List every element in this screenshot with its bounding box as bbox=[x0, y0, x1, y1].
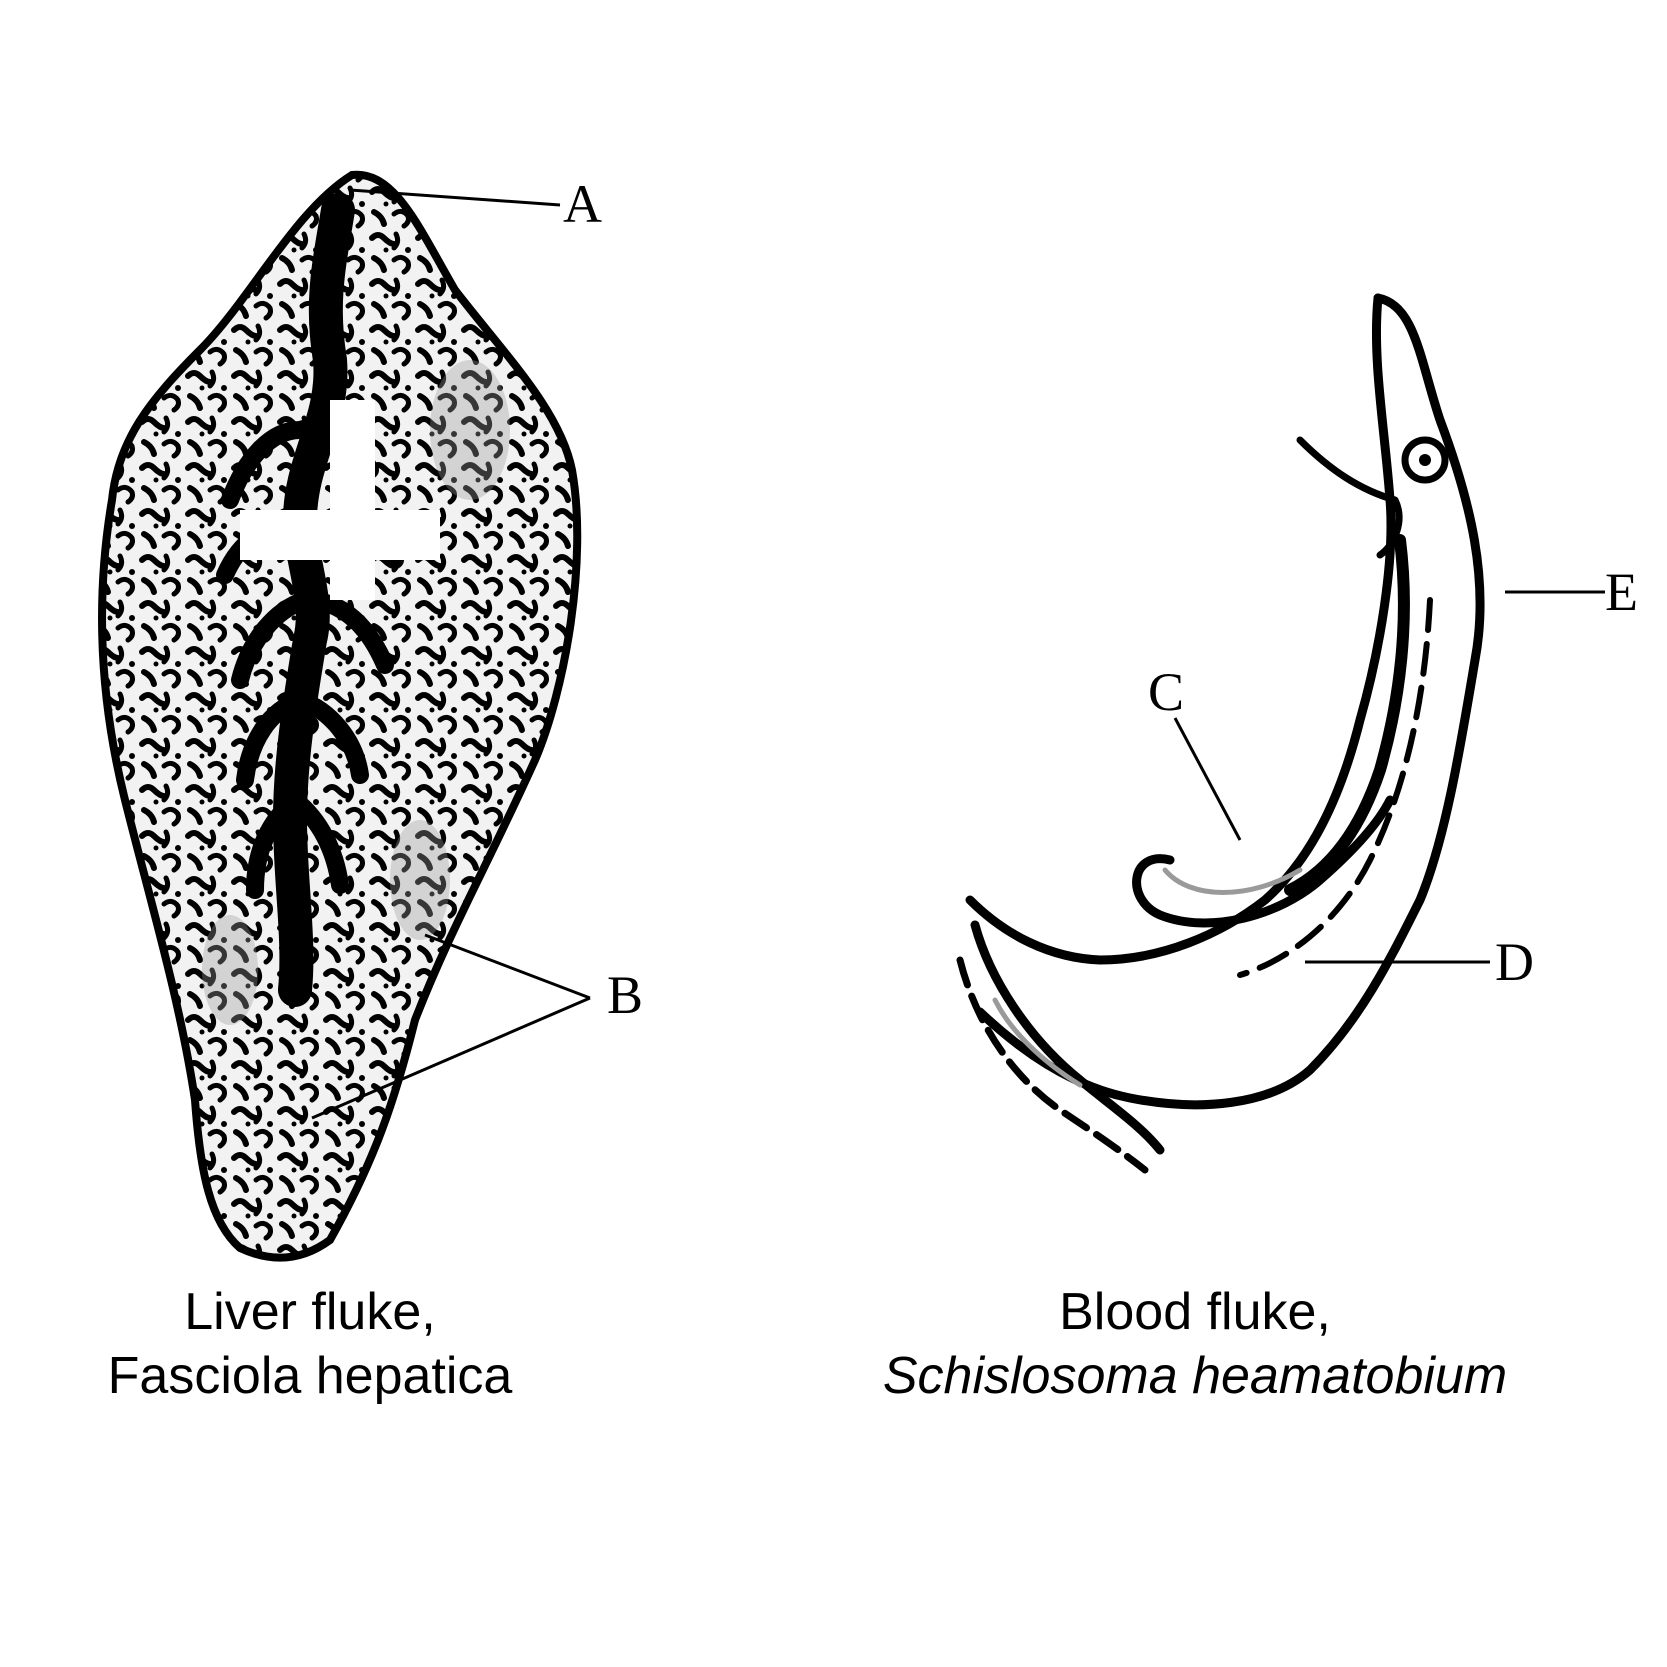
blood-fluke-caption: Blood fluke, Schislosoma heamatobium bbox=[800, 1280, 1590, 1408]
label-e: E bbox=[1605, 562, 1638, 622]
blood-fluke-tail bbox=[970, 920, 1165, 1155]
liver-fluke-common-name: Liver fluke, bbox=[184, 1283, 436, 1341]
callout-b: B bbox=[311, 933, 643, 1120]
blood-fluke-female bbox=[1132, 795, 1395, 928]
blood-fluke bbox=[956, 293, 1485, 1174]
label-d: D bbox=[1495, 932, 1534, 992]
blood-fluke-male-outer bbox=[975, 293, 1485, 1110]
blood-fluke-species: Schislosoma heamatobium bbox=[882, 1347, 1508, 1405]
ventral-sucker bbox=[1401, 436, 1449, 484]
callout-c: C bbox=[1148, 662, 1242, 841]
callout-e: E bbox=[1505, 562, 1638, 622]
label-b: B bbox=[607, 965, 643, 1025]
liver-fluke-gut bbox=[272, 193, 355, 1007]
liver-fluke-outline bbox=[98, 170, 582, 1262]
label-c: C bbox=[1148, 662, 1184, 722]
blood-fluke-common-name: Blood fluke, bbox=[1059, 1283, 1331, 1341]
blood-fluke-male-inner bbox=[965, 293, 1396, 965]
label-a: A bbox=[563, 174, 602, 234]
callout-a: A bbox=[349, 174, 602, 234]
liver-fluke bbox=[98, 170, 582, 1262]
liver-fluke-caption: Liver fluke, Fasciola hepatica bbox=[40, 1280, 580, 1408]
liver-fluke-texture bbox=[102, 174, 578, 1258]
callout-d: D bbox=[1305, 932, 1534, 992]
liver-fluke-species: Fasciola hepatica bbox=[107, 1347, 513, 1405]
